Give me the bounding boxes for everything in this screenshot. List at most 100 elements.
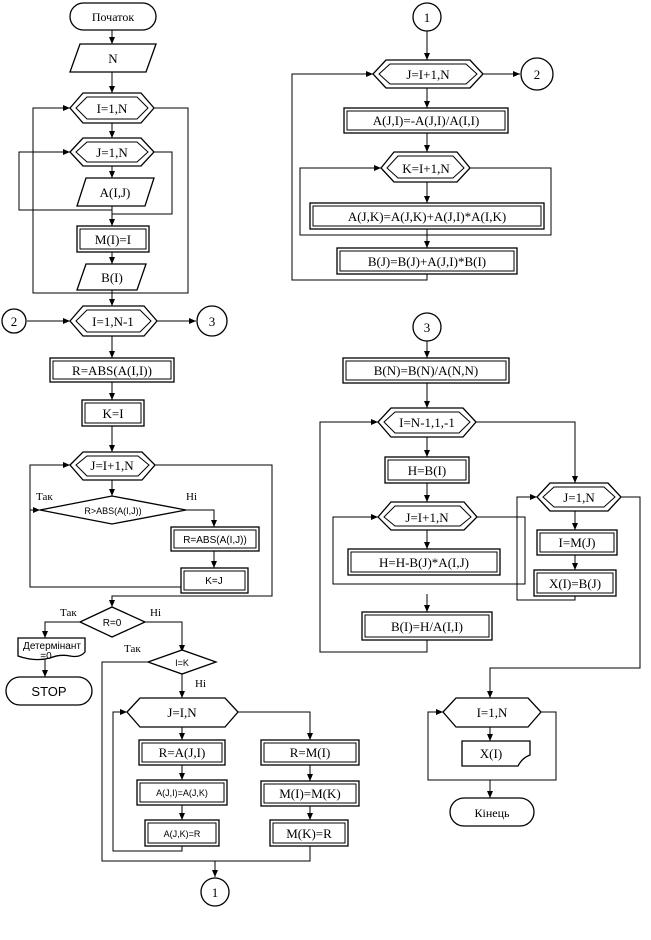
- node-output-x: X(I): [461, 740, 531, 767]
- node-input-bi: B(I): [76, 263, 147, 291]
- loop-j-1-label: J=1,N: [96, 145, 128, 160]
- conn-3-right-label: 3: [209, 314, 216, 329]
- node-assign-x-b: X(I)=B(J): [533, 569, 617, 597]
- node-assign-r-abs: R=ABS(A(I,I)): [49, 357, 175, 383]
- node-input-n: N: [69, 43, 157, 73]
- loop-j-4-label: J=I+1,N: [406, 67, 450, 82]
- cond-r-zero-label: R=0: [103, 618, 122, 629]
- swap-a-jk-label: A(J,K)=R: [164, 829, 201, 839]
- node-conn-2-right: 2: [520, 57, 554, 91]
- end-label: Кінець: [475, 806, 511, 820]
- cond-r-zero-yes: Так: [60, 607, 77, 619]
- det-zero-label-1: Детермінант: [23, 641, 81, 652]
- node-loop-i-3: I=N-1,1,-1: [377, 407, 477, 438]
- node-assign-h: H=H-B(J)*A(I,J): [347, 548, 501, 576]
- node-assign-a-jk: A(J,K)=A(J,K)+A(J,I)*A(I,K): [309, 202, 545, 230]
- node-stop: STOP: [5, 676, 93, 706]
- node-cond-i-k: I=K: [146, 649, 218, 675]
- cond-i-k-no: Ні: [195, 678, 206, 690]
- conn-3-top-label: 3: [424, 320, 431, 335]
- conn-1-bottom-label: 1: [212, 885, 219, 900]
- node-loop-j-3: J=I,N: [126, 697, 239, 728]
- node-assign-k-i: K=I: [81, 399, 145, 427]
- assign-x-b-label: X(I)=B(J): [549, 576, 601, 591]
- swap-m-i-label: M(I)=M(K): [279, 786, 340, 801]
- loop-i-2-label: I=1,N-1: [92, 314, 134, 329]
- swap-r-m-label: R=M(I): [290, 745, 331, 760]
- node-conn-1-top: 1: [412, 2, 442, 32]
- cond-i-k-yes: Так: [124, 643, 141, 655]
- node-swap-a-jk: A(J,K)=R: [144, 819, 220, 847]
- det-zero-label-2: =0: [40, 651, 52, 662]
- node-assign-b-n: B(N)=B(N)/A(N,N): [342, 357, 510, 384]
- node-assign-i-m: I=M(J): [536, 529, 618, 556]
- assign-k-i-label: K=I: [102, 406, 123, 421]
- assign-k-j-label: K=J: [205, 576, 223, 587]
- node-assign-b-i: B(I)=H/A(I,I): [361, 611, 493, 641]
- loop-j-6-label: J=1,N: [563, 490, 595, 505]
- loop-j-2-label: J=I+1,N: [90, 458, 134, 473]
- node-conn-3-right: 3: [196, 305, 228, 337]
- conn-2-right-label: 2: [534, 67, 541, 82]
- node-loop-i-2: I=1,N-1: [69, 305, 158, 337]
- node-loop-j-5: J=I+1,N: [377, 501, 478, 531]
- node-conn-1-bottom: 1: [200, 877, 230, 907]
- node-assign-b-j: B(J)=B(J)+A(J,I)*B(I): [336, 247, 518, 275]
- assign-b-n-label: B(N)=B(N)/A(N,N): [374, 363, 478, 378]
- node-loop-i-1: I=1,N: [69, 92, 155, 124]
- loop-i-1-label: I=1,N: [97, 101, 128, 116]
- assign-mi-label: M(I)=I: [95, 232, 131, 247]
- swap-a-ji-label: A(J,I)=A(J,K): [156, 788, 208, 798]
- start-label: Початок: [92, 10, 134, 24]
- arrowheads: [33, 37, 578, 877]
- node-cond-r-zero: R=0: [78, 606, 147, 638]
- node-swap-r-a: R=A(J,I): [138, 739, 226, 766]
- swap-m-k-label: M(K)=R: [286, 826, 332, 841]
- cond-r-gt-yes: Так: [36, 491, 53, 503]
- node-cond-r-gt: R>ABS(A(I,J)): [39, 495, 187, 525]
- loop-i-4-label: I=1,N: [477, 705, 508, 720]
- stop-label: STOP: [31, 684, 66, 699]
- assign-b-i-label: B(I)=H/A(I,I): [391, 619, 463, 634]
- input-n-label: N: [108, 51, 118, 66]
- assign-a-ji-label: A(J,I)=-A(J,I)/A(I,I): [373, 113, 480, 128]
- node-conn-3-top: 3: [412, 312, 442, 342]
- node-assign-r-abs-j: R=ABS(A(I,J)): [170, 526, 260, 552]
- node-loop-k: K=I+1,N: [380, 151, 471, 183]
- conn-2-left-label: 2: [11, 314, 18, 329]
- assign-r-abs-j-label: R=ABS(A(I,J)): [183, 535, 247, 546]
- node-assign-h-b: H=B(I): [384, 456, 470, 484]
- node-assign-a-ji: A(J,I)=-A(J,I)/A(I,I): [343, 107, 509, 134]
- node-end: Кінець: [449, 797, 535, 827]
- loop-j-5-label: J=I+1,N: [405, 510, 449, 525]
- assign-a-jk-label: A(J,K)=A(J,K)+A(J,I)*A(I,K): [348, 209, 506, 224]
- node-assign-mi: M(I)=I: [76, 225, 150, 253]
- assign-i-m-label: I=M(J): [559, 535, 596, 550]
- node-conn-2-left: 2: [1, 308, 27, 334]
- assign-b-j-label: B(J)=B(J)+A(J,I)*B(I): [368, 254, 486, 269]
- node-assign-k-j: K=J: [180, 567, 249, 594]
- node-swap-a-ji: A(J,I)=A(J,K): [136, 779, 228, 806]
- cond-i-k-label: I=K: [175, 658, 189, 668]
- conn-1-top-label: 1: [424, 10, 431, 25]
- node-loop-j-4: J=I+1,N: [372, 59, 484, 89]
- node-input-aij: A(I,J): [76, 177, 155, 207]
- assign-h-b-label: H=B(I): [408, 463, 446, 478]
- assign-r-abs-label: R=ABS(A(I,I)): [72, 363, 152, 378]
- node-loop-i-4: I=1,N: [442, 697, 542, 728]
- loop-j-3-label: J=I,N: [167, 705, 197, 720]
- input-bi-label: B(I): [101, 270, 123, 285]
- node-loop-j-2: J=I+1,N: [69, 451, 156, 481]
- loop-k-label: K=I+1,N: [402, 161, 450, 176]
- input-aij-label: A(I,J): [100, 185, 131, 200]
- node-swap-r-m: R=M(I): [260, 739, 360, 766]
- node-swap-m-i: M(I)=M(K): [260, 780, 360, 807]
- output-x-label: X(I): [480, 746, 502, 761]
- node-swap-m-k: M(K)=R: [269, 819, 349, 847]
- cond-r-zero-no: Ні: [150, 607, 161, 619]
- assign-h-label: H=H-B(J)*A(I,J): [379, 555, 469, 570]
- node-start: Початок: [69, 2, 157, 31]
- node-loop-j-1: J=1,N: [69, 137, 155, 167]
- loop-i-3-label: I=N-1,1,-1: [399, 415, 455, 430]
